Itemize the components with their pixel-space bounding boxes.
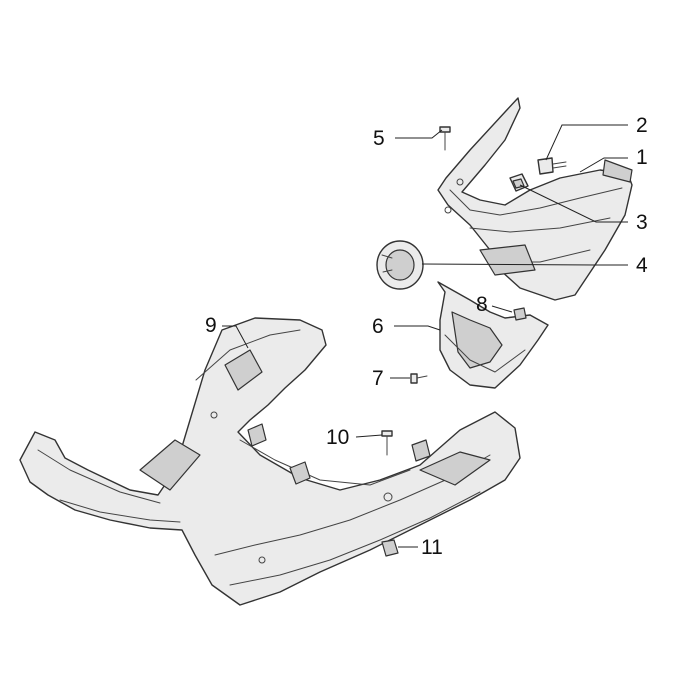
callout-2: 2 bbox=[636, 114, 648, 137]
part-6-lower-trim bbox=[437, 281, 549, 389]
callout-3: 3 bbox=[636, 211, 648, 234]
part-3-nut bbox=[509, 173, 529, 192]
part-5-screw bbox=[439, 126, 451, 151]
leader-4 bbox=[421, 263, 628, 266]
leader-6 bbox=[394, 325, 441, 331]
callout-9: 9 bbox=[205, 314, 217, 337]
part-11-clip-nut bbox=[381, 539, 399, 557]
leader-lines bbox=[222, 124, 628, 548]
part-4-grommet bbox=[376, 240, 424, 290]
leader-3 bbox=[519, 184, 628, 223]
part-8-clip bbox=[513, 307, 527, 321]
leader-2 bbox=[545, 124, 628, 161]
part-7-screw bbox=[410, 373, 428, 384]
part-2-screw bbox=[537, 157, 567, 175]
callout-6: 6 bbox=[372, 315, 384, 338]
callout-10: 10 bbox=[326, 426, 349, 449]
callout-8: 8 bbox=[476, 293, 488, 316]
leader-8 bbox=[491, 305, 513, 313]
leader-5 bbox=[395, 129, 443, 139]
callout-labels: 1 2 3 4 5 6 7 8 9 10 11 bbox=[205, 114, 648, 559]
callout-11: 11 bbox=[421, 536, 443, 559]
callout-1: 1 bbox=[636, 146, 648, 169]
part-1-upper-shield bbox=[437, 97, 633, 301]
part-10-screw bbox=[381, 430, 393, 456]
callout-4: 4 bbox=[636, 254, 648, 277]
part-9-floor-panel bbox=[19, 317, 521, 606]
leader-9 bbox=[222, 325, 249, 349]
callout-7: 7 bbox=[372, 367, 384, 390]
callout-5: 5 bbox=[373, 127, 385, 150]
leader-10 bbox=[355, 434, 383, 438]
leader-1 bbox=[579, 157, 628, 173]
